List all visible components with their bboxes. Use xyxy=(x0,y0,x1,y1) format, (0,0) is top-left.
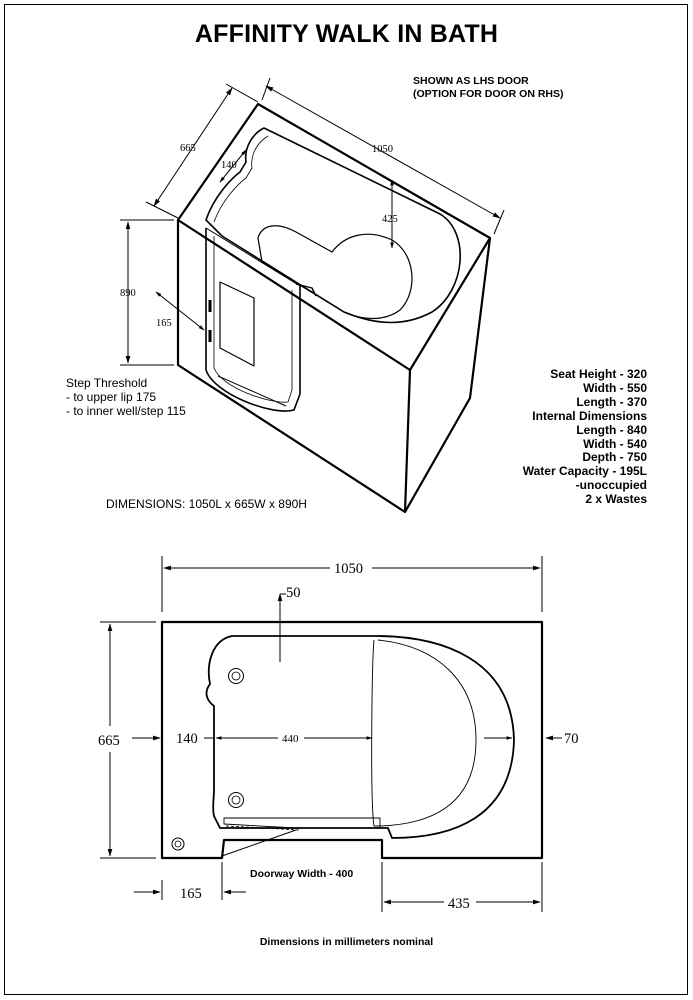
iso-label-425: 425 xyxy=(382,214,398,225)
drawing-title: AFFINITY WALK IN BATH xyxy=(194,20,499,48)
plan-drain-lower xyxy=(228,792,244,808)
iso-label-1050: 1050 xyxy=(372,144,393,155)
step-threshold-note: Step Threshold - to upper lip 175 - to i… xyxy=(66,376,186,418)
plan-door-hinge-line xyxy=(221,829,297,857)
plan-label-440: 440 xyxy=(282,733,299,745)
plan-label-70: 70 xyxy=(564,731,579,747)
spec-unoccupied: -unoccupied xyxy=(575,478,647,493)
plan-door-swing xyxy=(225,825,301,831)
dimensions-summary: DIMENSIONS: 1050L x 665W x 890H xyxy=(106,497,307,511)
spec-seat-length: Length - 370 xyxy=(576,394,647,409)
iso-end-face xyxy=(404,237,492,513)
iso-label-165: 165 xyxy=(156,318,172,329)
spec-internal-length: Length - 840 xyxy=(576,422,647,437)
drawing-border xyxy=(4,4,688,995)
plan-label-50: 50 xyxy=(286,585,301,601)
step-threshold-upper: - to upper lip 175 xyxy=(66,390,157,404)
dim-1050-line xyxy=(265,85,501,219)
iso-door-frame xyxy=(205,228,301,412)
iso-label-140: 140 xyxy=(221,160,237,171)
plan-drain-lower-inner xyxy=(231,795,241,805)
plan-view xyxy=(160,620,544,860)
plan-dimensions xyxy=(100,556,562,912)
plan-overflow xyxy=(171,837,185,851)
plan-drain-upper-inner xyxy=(231,671,241,681)
plan-door-outline xyxy=(223,817,381,829)
iso-front-face xyxy=(176,220,412,514)
plan-seat xyxy=(371,639,477,827)
plan-outer-rim xyxy=(160,620,544,860)
iso-step-lip xyxy=(217,375,287,407)
specifications-list: Seat Height - 320 Width - 550 Length - 3… xyxy=(522,367,647,507)
units-footnote: Dimensions in millimeters nominal xyxy=(259,936,434,948)
doorway-width-label: Doorway Width - 400 xyxy=(250,868,354,880)
door-side-note-line1: SHOWN AS LHS DOOR xyxy=(413,75,529,87)
dim-1050-extension-b xyxy=(493,209,505,235)
plan-drain-upper xyxy=(228,668,244,684)
iso-door-latch xyxy=(295,283,317,297)
iso-label-665: 665 xyxy=(180,143,196,154)
iso-label-890: 890 xyxy=(120,288,136,299)
iso-door-panel xyxy=(219,281,255,367)
iso-door-frame-inner xyxy=(213,236,293,403)
dim-665-extension-a xyxy=(145,201,179,219)
plan-overflow-inner xyxy=(174,840,182,848)
dim-140-line xyxy=(219,149,247,183)
plan-label-435: 435 xyxy=(448,896,470,912)
spec-wastes: 2 x Wastes xyxy=(585,492,647,507)
spec-seat-height: Seat Height - 320 xyxy=(550,367,647,381)
plan-label-165: 165 xyxy=(180,886,202,902)
dim-1050-extension-a xyxy=(261,77,271,101)
spec-seat-width: Width - 550 xyxy=(583,380,647,395)
spec-water-capacity: Water Capacity - 195L xyxy=(522,464,647,479)
iso-dimensions xyxy=(120,77,505,366)
plan-dimension-labels: 1050 50 665 140 440 70 165 435 xyxy=(98,561,579,912)
spec-depth: Depth - 750 xyxy=(582,450,647,465)
step-threshold-heading: Step Threshold xyxy=(66,376,148,390)
iso-dimension-labels: 665 1050 140 425 890 165 xyxy=(120,143,398,329)
plan-label-140: 140 xyxy=(176,731,198,747)
dim-665-extension-b xyxy=(225,83,259,103)
spec-internal-width: Width - 540 xyxy=(583,436,647,451)
plan-inner-tub xyxy=(205,635,515,839)
plan-label-665: 665 xyxy=(98,733,120,749)
plan-label-1050: 1050 xyxy=(334,561,363,577)
step-threshold-inner: - to inner well/step 115 xyxy=(66,404,186,418)
dim-665-line xyxy=(153,87,233,207)
spec-internal-heading: Internal Dimensions xyxy=(532,408,647,423)
dim-165-line xyxy=(155,291,205,331)
iso-door-top-rail xyxy=(205,227,301,287)
